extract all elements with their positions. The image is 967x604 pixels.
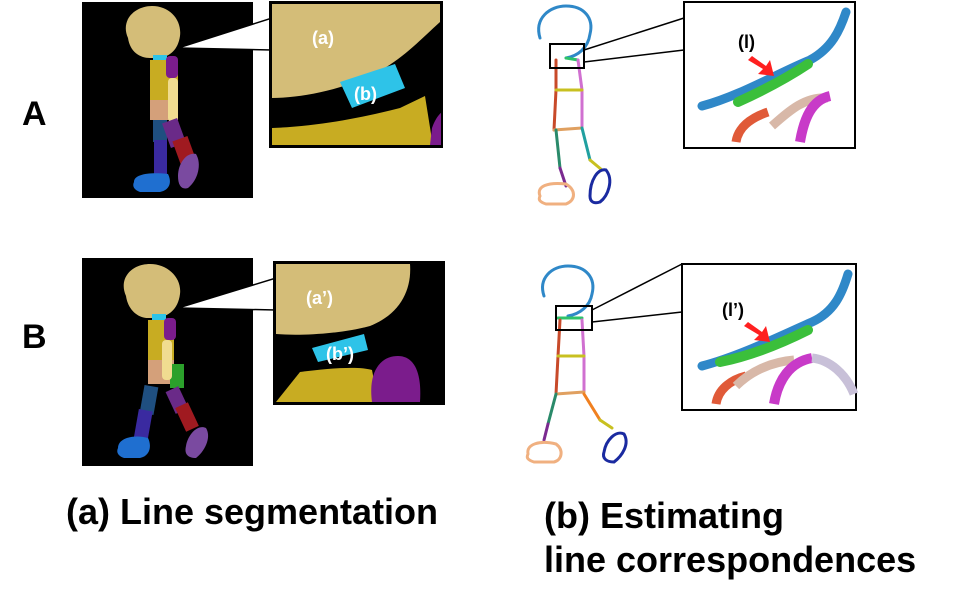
line-zoom-box-a [549, 43, 585, 69]
row-label-b: B [22, 318, 47, 356]
segmentation-panel-a [82, 2, 253, 198]
row-label-a: A [22, 95, 47, 133]
line-figure-b [525, 264, 628, 464]
caption-line-segmentation: (a) Line segmentation [66, 491, 439, 532]
zoom-label-a-prime: (a’) [306, 288, 333, 308]
zoom-label-b: (b) [354, 84, 377, 104]
line-zoom-a [683, 1, 856, 149]
segmentation-zoom-a [269, 1, 443, 148]
line-figure-a [537, 4, 612, 206]
zoom-label-l-prime: (l’) [722, 300, 744, 320]
segmentation-panel-b [82, 258, 253, 466]
line-zoom-b [681, 263, 859, 411]
zoom-label-b-prime: (b’) [326, 344, 354, 364]
zoom-label-a: (a) [312, 28, 334, 48]
pointer-arrow-a [748, 56, 774, 76]
caption-line-correspondences: line correspondences [544, 539, 917, 580]
caption-estimating: (b) Estimating [544, 495, 784, 536]
line-zoom-box-b [555, 305, 593, 331]
zoom-label-l: (l) [738, 32, 755, 52]
segmentation-zoom-b [273, 261, 445, 405]
pointer-arrow-b [744, 322, 770, 342]
